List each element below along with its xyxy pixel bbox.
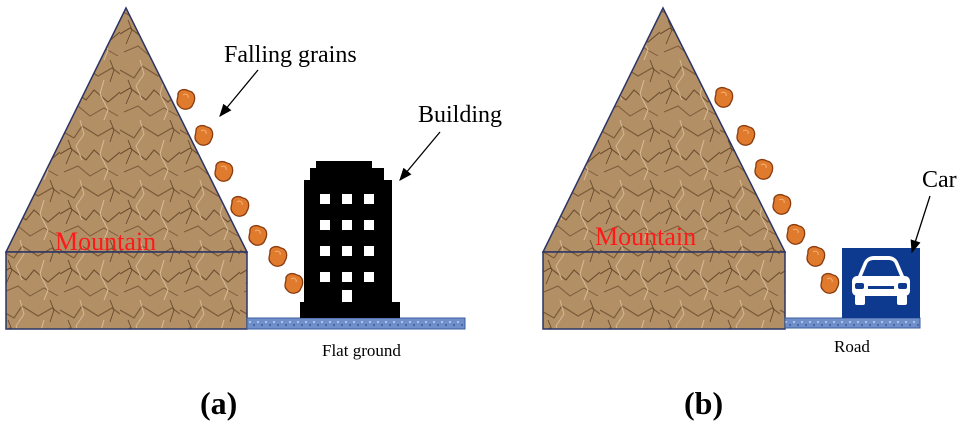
grain [754,158,774,180]
mountain: Mountain [541,6,787,330]
grain [268,245,288,267]
road [784,317,921,329]
grain [194,124,214,146]
grain [230,195,250,217]
building-icon [300,161,400,318]
road-label: Road [834,337,870,356]
building-label: Building [418,102,502,128]
panel-b: Mountain Car Road [541,6,957,421]
grain [736,124,756,146]
mountain-label: Mountain [595,222,696,251]
building-windows [320,194,374,302]
flat-ground [246,317,466,330]
mountain-label: Mountain [55,227,156,256]
grain [714,86,734,108]
grain [820,272,840,294]
falling-grains-label: Falling grains [224,42,357,68]
panel-a-label: (a) [200,385,237,421]
falling-grains-arrow [219,69,259,118]
grain [176,88,196,110]
grain [214,160,234,182]
grain [772,193,792,215]
mountain: Mountain [4,6,249,330]
panel-b-label: (b) [684,385,723,421]
grain [284,272,304,294]
car-arrow [910,195,931,254]
car-icon [842,248,920,318]
grain [786,223,806,245]
building-arrow [399,131,441,181]
grain [806,245,826,267]
grain [248,224,268,246]
flat-ground-label: Flat ground [322,341,401,360]
car-label: Car [922,167,957,193]
panel-a: Mountain Falling grains [4,6,502,421]
